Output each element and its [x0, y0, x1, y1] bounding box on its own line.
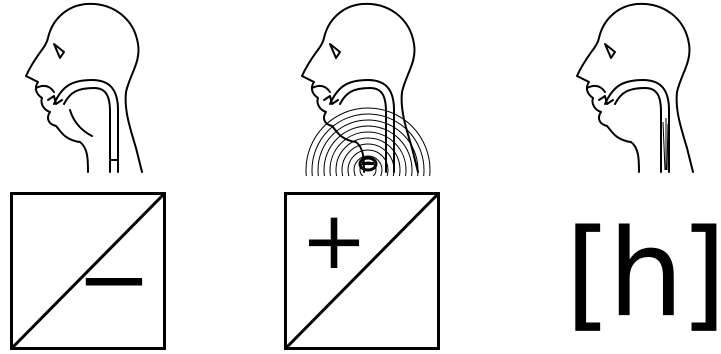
head-profile-narrow-icon — [565, 0, 721, 176]
diagonal-box-icon: + — [284, 192, 440, 350]
diagonal-box-icon: − — [10, 192, 166, 350]
phonetic-symbol-label: [h] — [565, 200, 721, 350]
head-open-glottis-figure — [14, 0, 174, 176]
head-vibrating-glottis-figure — [290, 0, 450, 176]
minus-sign: − — [76, 227, 151, 332]
voiceless-sign-box: − — [10, 192, 166, 350]
head-profile-vibrating-icon — [290, 0, 450, 176]
head-narrow-glottis-figure — [565, 0, 721, 176]
plus-sign: + — [300, 194, 367, 287]
head-profile-icon — [14, 0, 174, 176]
voiced-sign-box: + — [284, 192, 440, 350]
